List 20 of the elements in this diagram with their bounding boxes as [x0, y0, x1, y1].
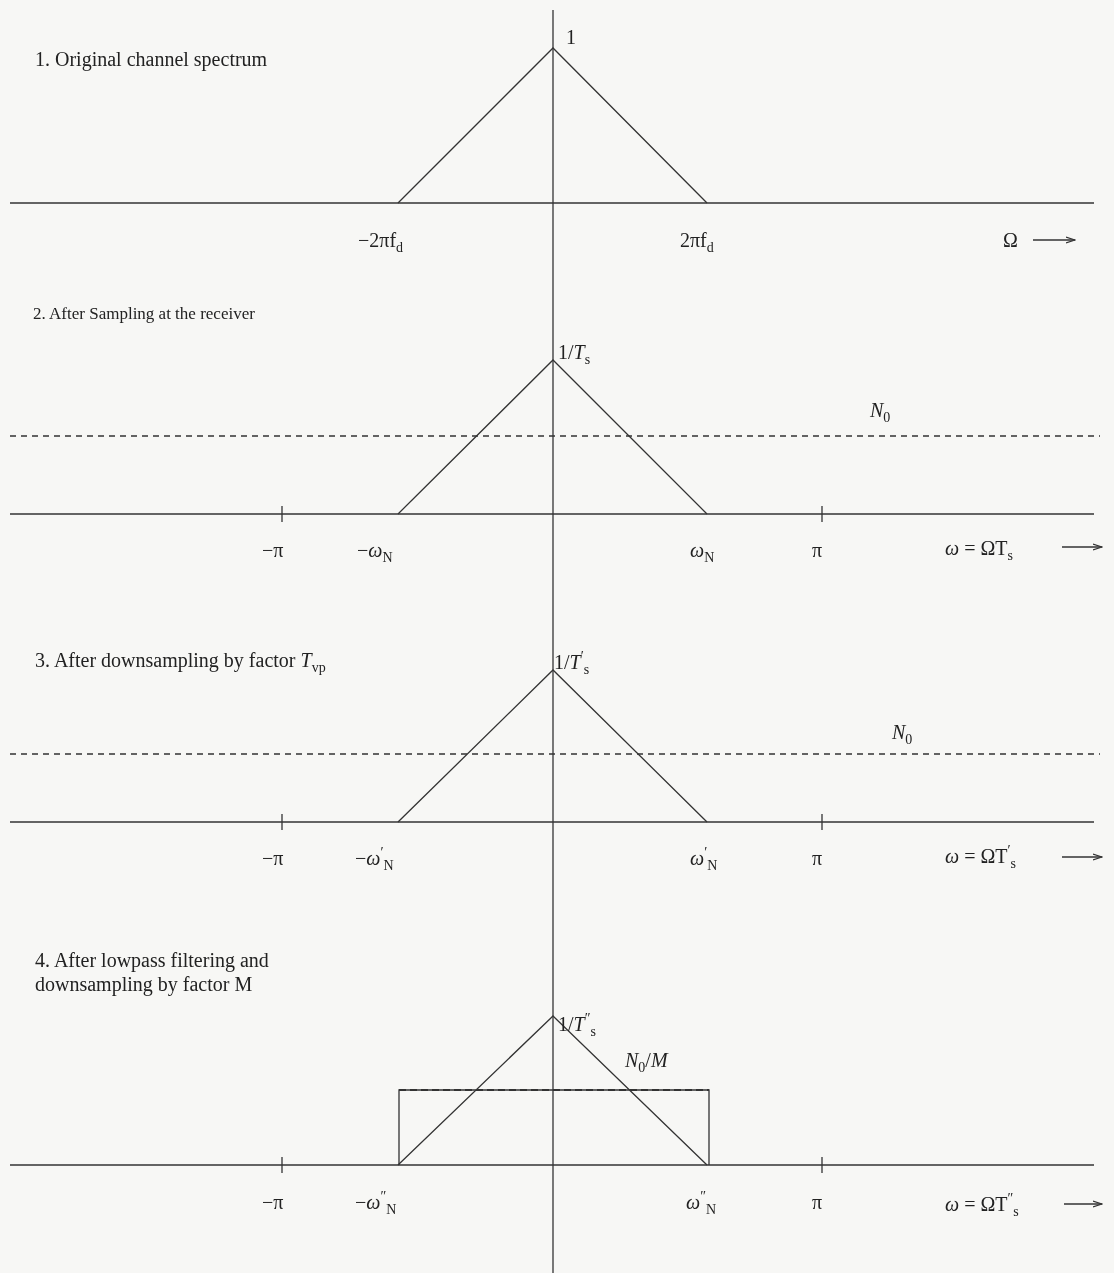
- axis-label: π: [812, 1190, 823, 1214]
- axis-label: 1/T$_{s}$: [558, 340, 591, 364]
- axis-label: π: [812, 538, 823, 562]
- axis-label: 2πf$_{d}$: [680, 228, 714, 252]
- panel-title: 2. After Sampling at the receiver: [33, 303, 255, 325]
- axis-label: −π: [262, 538, 284, 562]
- panel-title: 1. Original channel spectrum: [35, 47, 268, 71]
- axis-label: π: [812, 846, 823, 870]
- axis-label: 1: [566, 25, 576, 49]
- axis-label: N$_{0}$: [870, 398, 891, 422]
- axis-label: −2πf$_{d}$: [358, 228, 404, 252]
- axis-label: ω$_{N}$: [690, 538, 715, 562]
- axis-label: ω = ΩT$_{s}$: [945, 536, 1013, 560]
- panel-title: 4. After lowpass filtering and downsampling by factor M: [35, 948, 270, 996]
- axis-label: −ω$_{N}$: [357, 538, 393, 562]
- axis-label: −π: [262, 846, 284, 870]
- axis-label: N$_{0}$: [892, 720, 913, 744]
- axis-label: −π: [262, 1190, 284, 1214]
- axis-label: Ω: [1003, 228, 1018, 252]
- axis-label: N$_{0}$/M: [625, 1048, 668, 1072]
